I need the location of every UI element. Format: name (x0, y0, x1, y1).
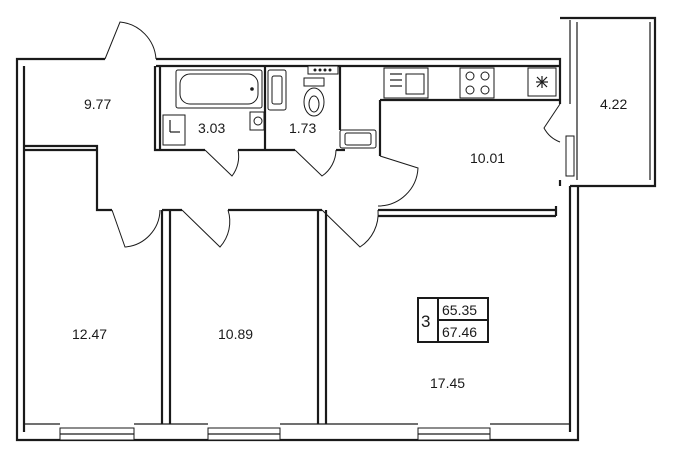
windows-bottom (24, 423, 570, 441)
outer-walls (15, 57, 580, 442)
room-kitchen-area: 10.01 (470, 150, 505, 166)
apartment-area-badge: 3 65.35 67.46 (417, 297, 489, 343)
sink-icon (249, 111, 265, 131)
interior-walls (24, 66, 560, 424)
kitchen-sink-icon (383, 67, 429, 99)
radiator-icon (267, 69, 287, 111)
room-living-area: 17.45 (430, 375, 465, 391)
room-balcony-area: 4.22 (600, 96, 627, 112)
stove-icon (459, 67, 495, 99)
room-bathroom-area: 3.03 (198, 120, 225, 136)
balcony (560, 16, 657, 188)
room-corridor-area: 9.77 (84, 96, 111, 112)
toilet-icon (303, 77, 325, 117)
water-meters-icon (307, 65, 339, 75)
living-area-value: 65.35 (442, 302, 477, 318)
doors (104, 21, 575, 248)
ventilation-icon (527, 67, 557, 97)
room-bedroom-middle-area: 10.89 (218, 326, 253, 342)
room-count: 3 (421, 312, 430, 331)
room-bedroom-left-area: 12.47 (72, 326, 107, 342)
kitchen-radiator-icon (339, 129, 377, 149)
total-area-value: 67.46 (442, 324, 477, 340)
washing-machine-icon (162, 114, 186, 146)
room-toilet-area: 1.73 (289, 120, 316, 136)
bathtub-icon (175, 69, 263, 109)
